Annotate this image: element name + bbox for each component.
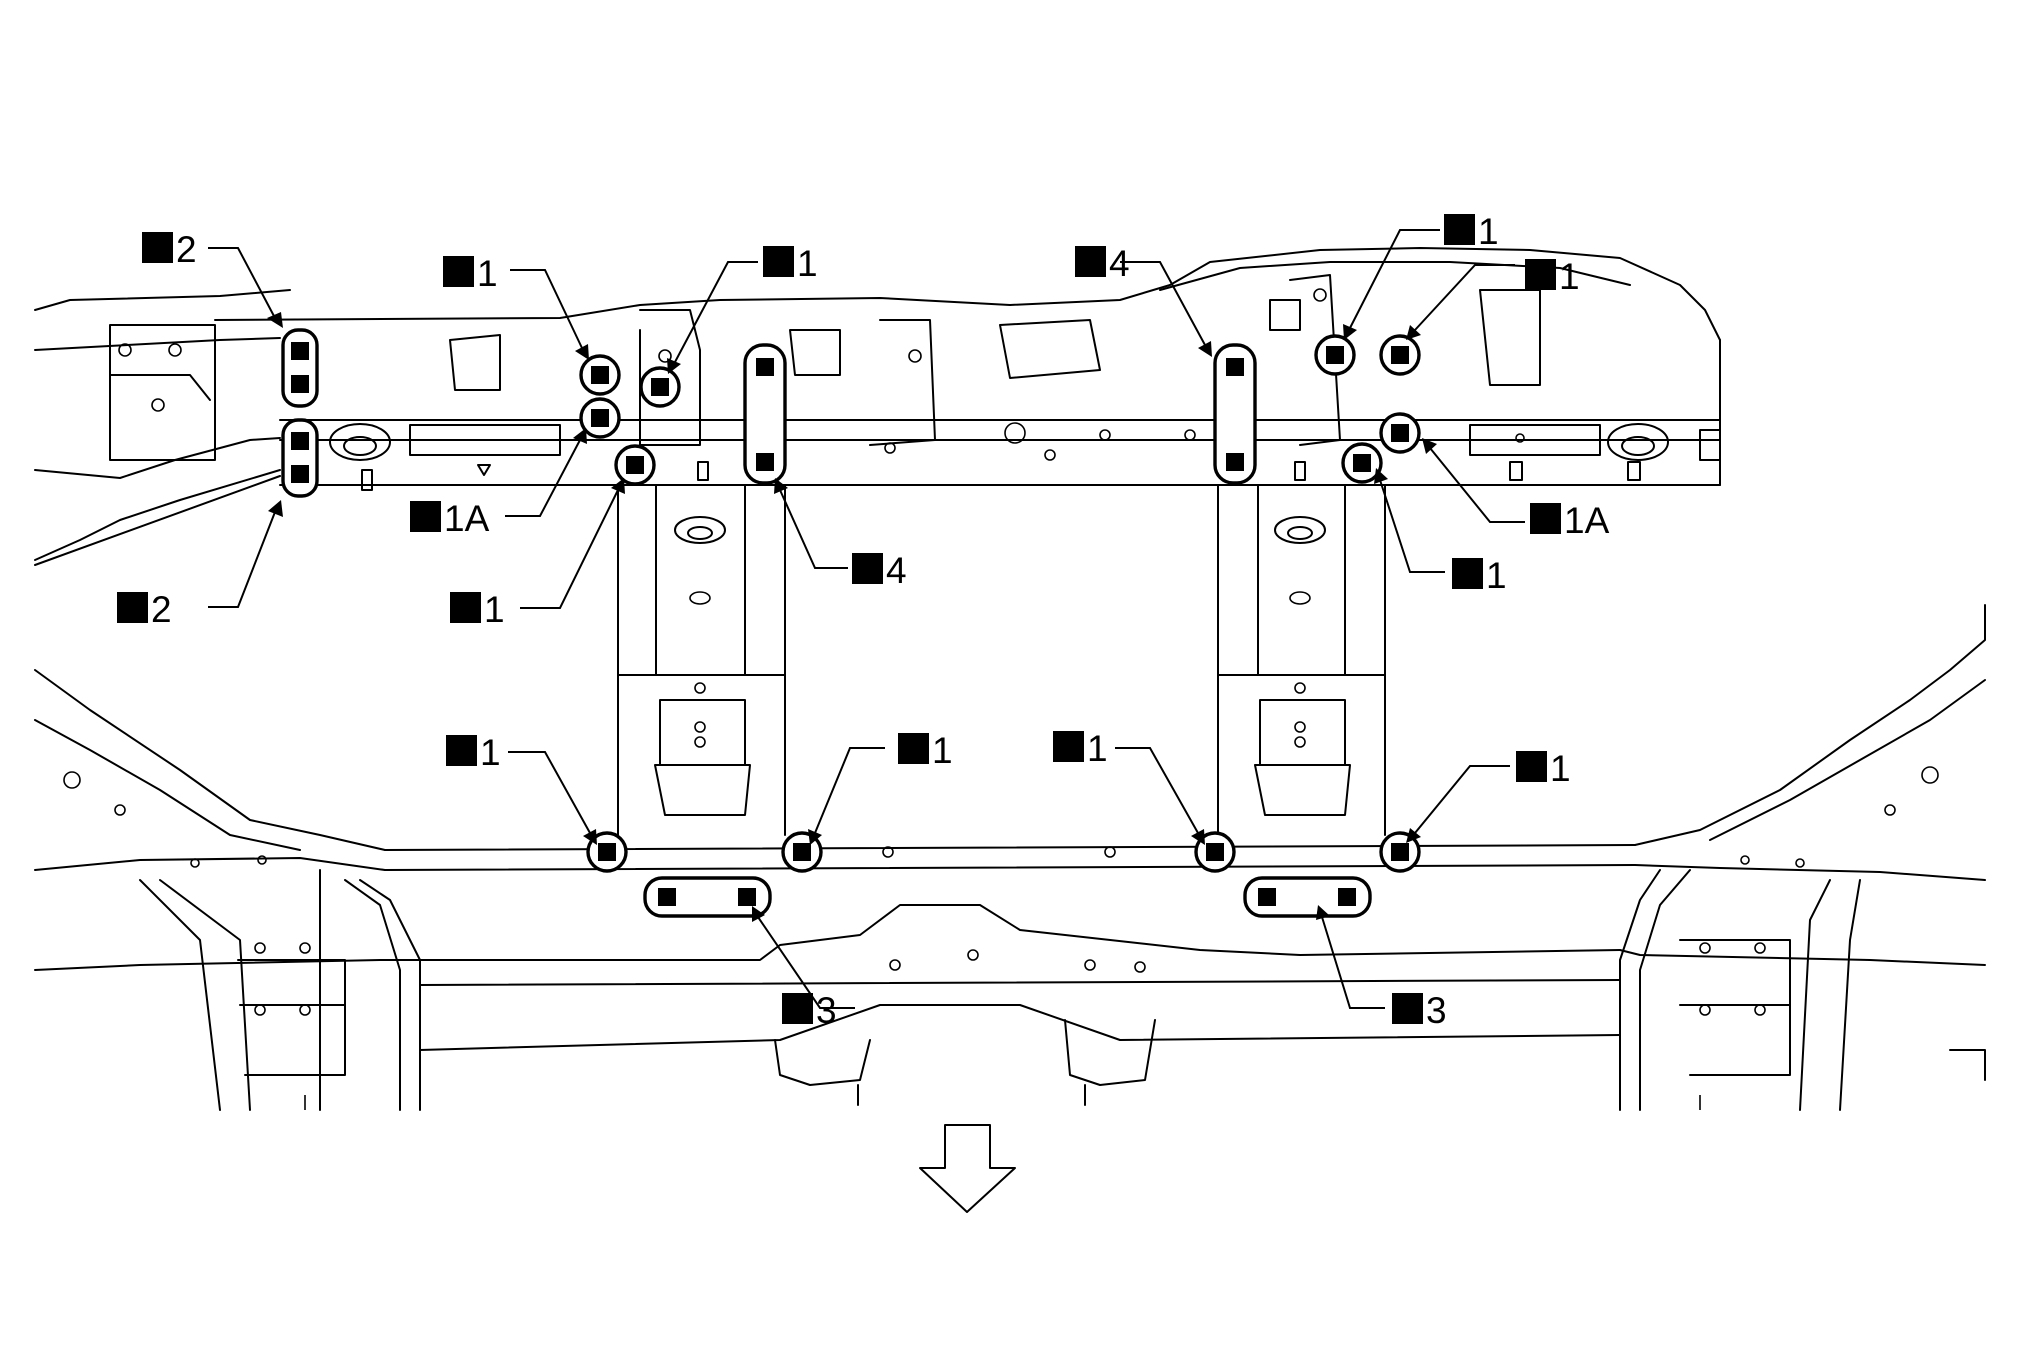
callout-label: 4	[886, 550, 907, 591]
callout-label: 1	[797, 243, 818, 284]
vertical-supports	[617, 484, 1386, 836]
right-fender-apron	[1619, 604, 1986, 1111]
weld-group-4-left	[743, 343, 787, 485]
callout-label: 3	[1426, 990, 1447, 1031]
callout-3-left: 3	[782, 990, 837, 1031]
weld-group-2-upper	[281, 328, 319, 408]
weld-group-2-lower	[281, 418, 319, 498]
callout-4-left: 4	[852, 550, 907, 591]
callout-label: 1	[477, 253, 498, 294]
callout-1-upper-far-right: 1	[1525, 256, 1580, 297]
callout-label: 1	[480, 732, 501, 773]
callout-1-lower-c: 1	[1053, 728, 1108, 769]
callout-label: 1	[484, 589, 505, 630]
callout-label: 1A	[444, 498, 490, 539]
callout-2-upper: 2	[142, 229, 197, 270]
callout-label: 1A	[1564, 500, 1610, 541]
lower-cross-member	[384, 844, 1636, 1106]
front-direction-arrow-icon	[919, 1124, 1016, 1213]
callout-1A-right: 1A	[1530, 500, 1610, 541]
callout-label: 3	[816, 990, 837, 1031]
upper-cross-member	[34, 247, 1721, 566]
callout-1-upper-left: 1	[443, 253, 498, 294]
weld-group-3-left	[643, 876, 772, 918]
callout-1A-left: 1A	[410, 498, 490, 539]
callout-1-left-mid: 1	[450, 589, 505, 630]
weld-markers	[281, 328, 1421, 918]
callout-1-lower-a: 1	[446, 732, 501, 773]
callout-1-right-mid: 1	[1452, 555, 1507, 596]
left-fender-apron	[34, 669, 421, 1111]
callout-label: 2	[176, 229, 197, 270]
callout-label: 1	[1550, 748, 1571, 789]
callout-1-lower-b: 1	[898, 730, 953, 771]
callout-2-lower: 2	[117, 589, 172, 630]
callout-3-right: 3	[1392, 990, 1447, 1031]
leader-lines	[208, 229, 1525, 1009]
callout-label: 4	[1109, 243, 1130, 284]
callout-1-lower-d: 1	[1516, 748, 1571, 789]
callout-1-upper-right: 1	[1444, 211, 1499, 252]
callout-label: 1	[1478, 211, 1499, 252]
callout-label: 1	[1087, 728, 1108, 769]
callout-labels: 2 2 1 1 1A 1 4 4	[117, 211, 1610, 1031]
callout-label: 2	[151, 589, 172, 630]
callout-label: 1	[1559, 256, 1580, 297]
callout-4-right: 4	[1075, 243, 1130, 284]
callout-1-upper-center: 1	[763, 243, 818, 284]
weld-group-4-right	[1213, 343, 1257, 485]
callout-label: 1	[1486, 555, 1507, 596]
weld-group-3-right	[1243, 876, 1372, 918]
callout-label: 1	[932, 730, 953, 771]
